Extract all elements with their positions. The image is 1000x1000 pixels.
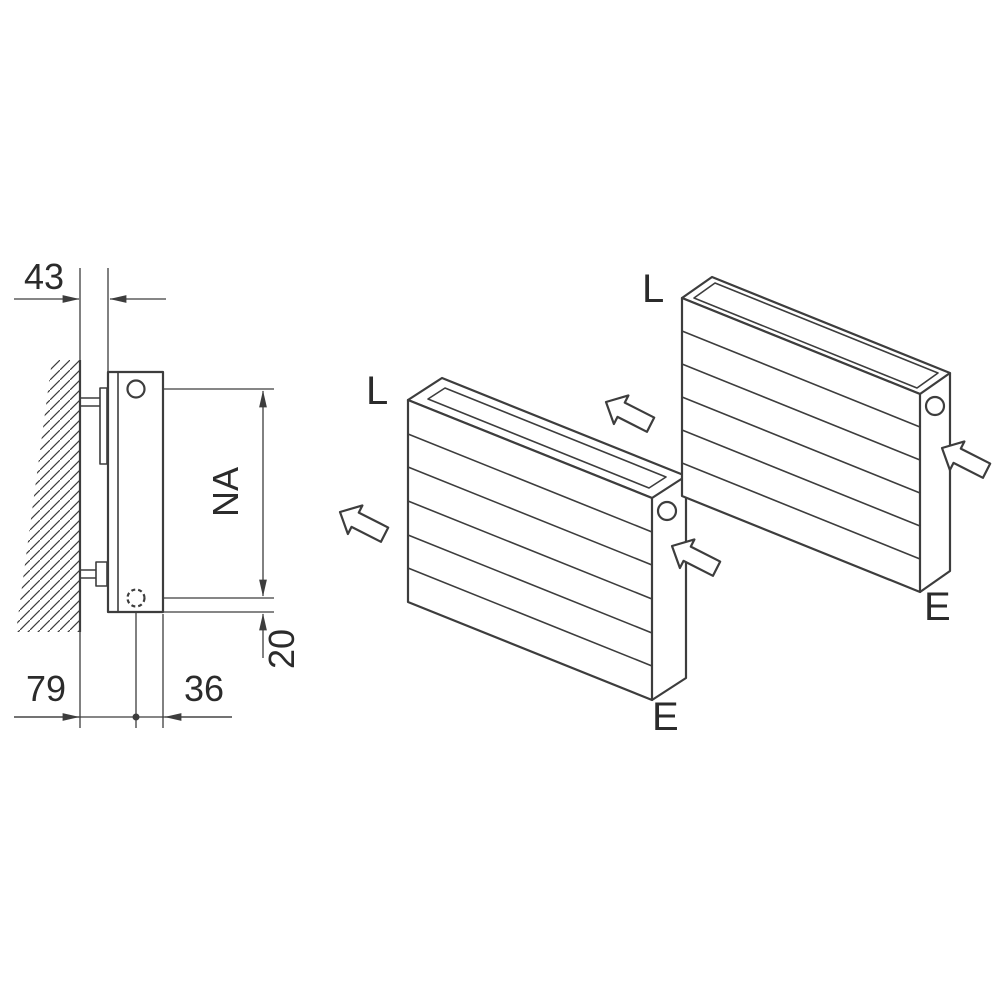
dimensions: 43 NA 20 79 36 <box>14 256 302 721</box>
dim-shared-point-dot <box>132 713 140 721</box>
radiator2-supply-label: L <box>642 267 664 311</box>
radiator-slat-lines <box>407 433 653 667</box>
flow-arrow <box>663 530 725 585</box>
side-view: 43 NA 20 79 36 <box>14 256 302 728</box>
flow-arrow <box>597 386 659 441</box>
dim-36-label: 36 <box>184 668 224 709</box>
mounting-bracket-bottom <box>80 561 108 587</box>
top-pipe-connection <box>126 379 146 399</box>
radiator-side-profile <box>106 370 165 614</box>
pipe-boss-circle <box>656 500 678 522</box>
radiator-top-grille <box>693 282 939 389</box>
radiator1-supply-label: L <box>366 369 388 413</box>
radiator-top-opening <box>427 387 667 489</box>
dim-43-label: 43 <box>24 256 64 297</box>
bracket-foot <box>95 561 108 587</box>
isometric-view-open-top: L E <box>331 369 725 739</box>
radiator-slat-lines <box>681 330 921 560</box>
dim-connection-height: NA <box>205 390 267 597</box>
dim-wall-clearance: 43 <box>14 256 166 303</box>
flow-arrow <box>933 432 995 487</box>
isometric-view-grille-top: L E <box>597 267 995 629</box>
flow-arrow <box>331 496 393 551</box>
mounting-bracket-top <box>80 387 108 465</box>
bracket-rail <box>99 387 108 465</box>
radiator1-return-label: E <box>652 695 679 739</box>
dim-bottom-offset: 20 <box>259 613 302 669</box>
extension-lines <box>79 268 274 728</box>
radiator-body-profile <box>106 370 165 614</box>
dim-na-label: NA <box>205 467 246 517</box>
radiator2-return-label: E <box>924 585 951 629</box>
bottom-pipe-connection <box>126 588 146 608</box>
dim-pipe-to-front: 36 <box>164 668 232 721</box>
wall-section <box>16 360 82 632</box>
radiator-end-face <box>919 373 952 593</box>
dim-20-label: 20 <box>261 629 302 669</box>
dim-79-label: 79 <box>26 668 66 709</box>
pipe-boss-circle <box>924 395 946 417</box>
wall-hatch <box>16 360 80 632</box>
